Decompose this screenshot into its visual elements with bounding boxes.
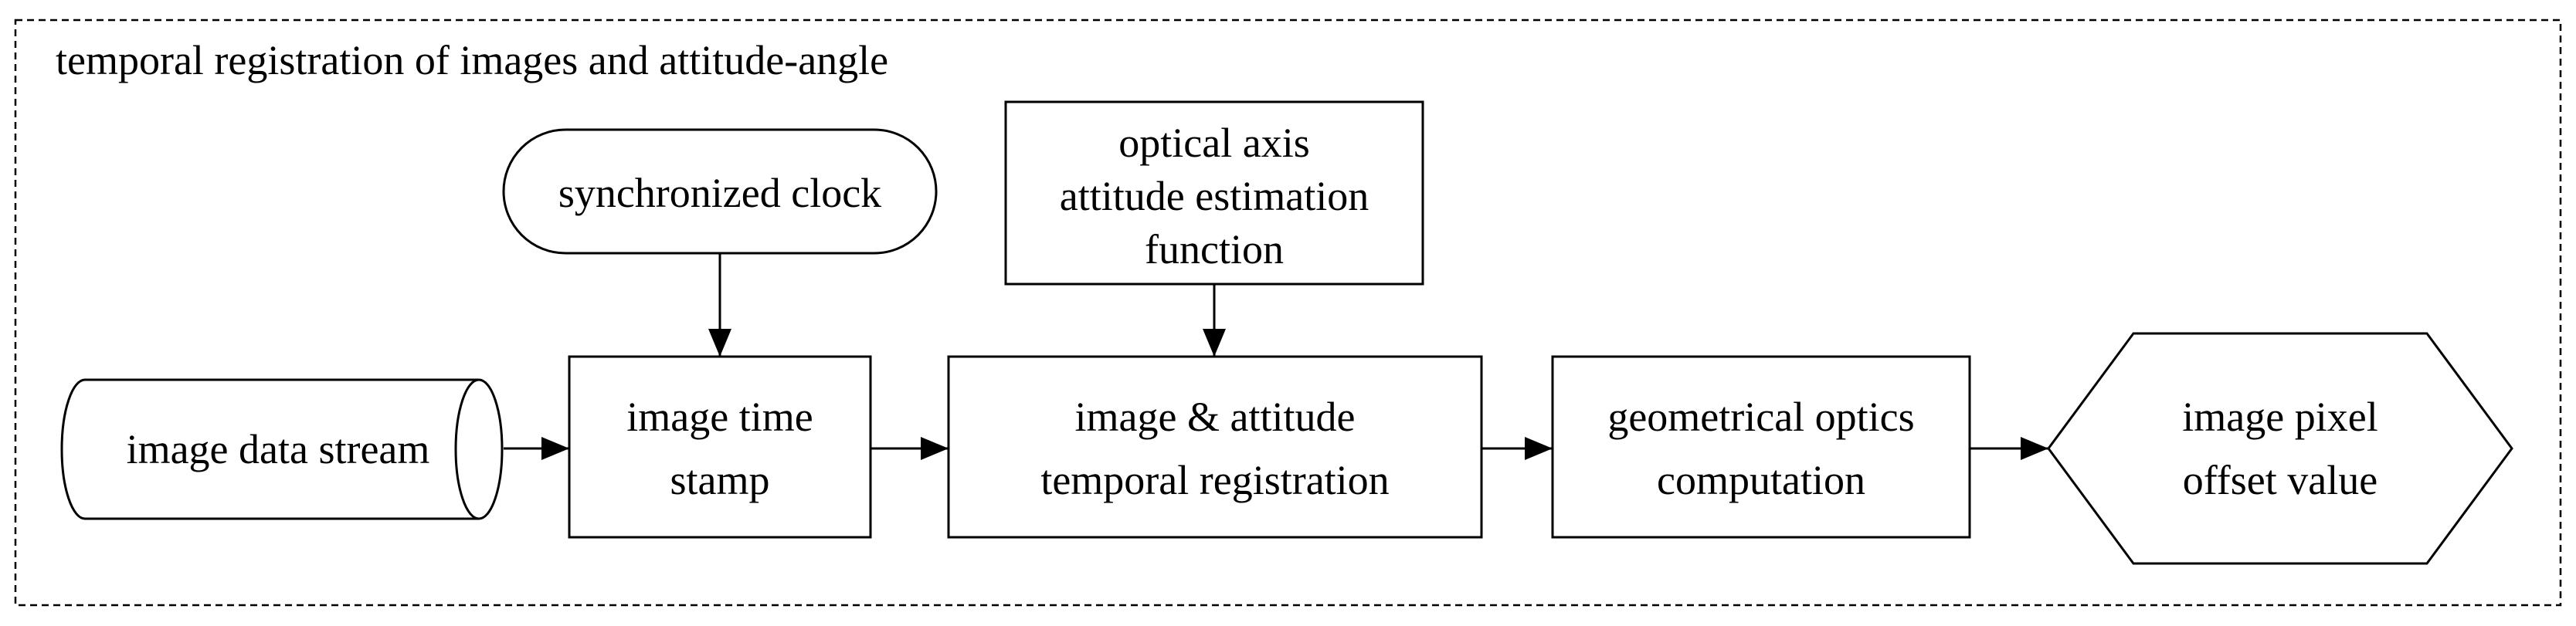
pixel-offset-node: image pixel offset value — [2047, 332, 2513, 565]
image-time-stamp-line-2: stamp — [670, 457, 770, 503]
container-frame — [14, 19, 2562, 607]
image-time-stamp-line-1: image time — [626, 394, 813, 440]
image-time-stamp-node: image time stamp — [568, 355, 872, 539]
synchronized-clock-label: synchronized clock — [558, 170, 881, 216]
temporal-registration-line-1: image & attitude — [1075, 394, 1356, 440]
optical-axis-line-3: function — [1145, 226, 1284, 272]
temporal-registration-node: image & attitude temporal registration — [947, 355, 1483, 539]
geometrical-optics-line-1: geometrical optics — [1607, 394, 1914, 440]
temporal-registration-line-2: temporal registration — [1040, 457, 1389, 503]
geometrical-optics-node: geometrical optics computation — [1551, 355, 1971, 539]
geometrical-optics-line-2: computation — [1657, 457, 1865, 503]
image-data-stream-label: image data stream — [127, 426, 430, 472]
container-title: temporal registration of images and atti… — [56, 37, 888, 83]
pixel-offset-line-2: offset value — [2183, 457, 2377, 503]
optical-axis-line-2: attitude estimation — [1060, 173, 1369, 219]
optical-axis-node: optical axis attitude estimation functio… — [1004, 100, 1424, 286]
synchronized-clock-node: synchronized clock — [502, 128, 938, 255]
pixel-offset-line-1: image pixel — [2182, 394, 2377, 440]
optical-axis-line-1: optical axis — [1118, 120, 1309, 166]
image-data-stream-node: image data stream — [60, 378, 504, 520]
